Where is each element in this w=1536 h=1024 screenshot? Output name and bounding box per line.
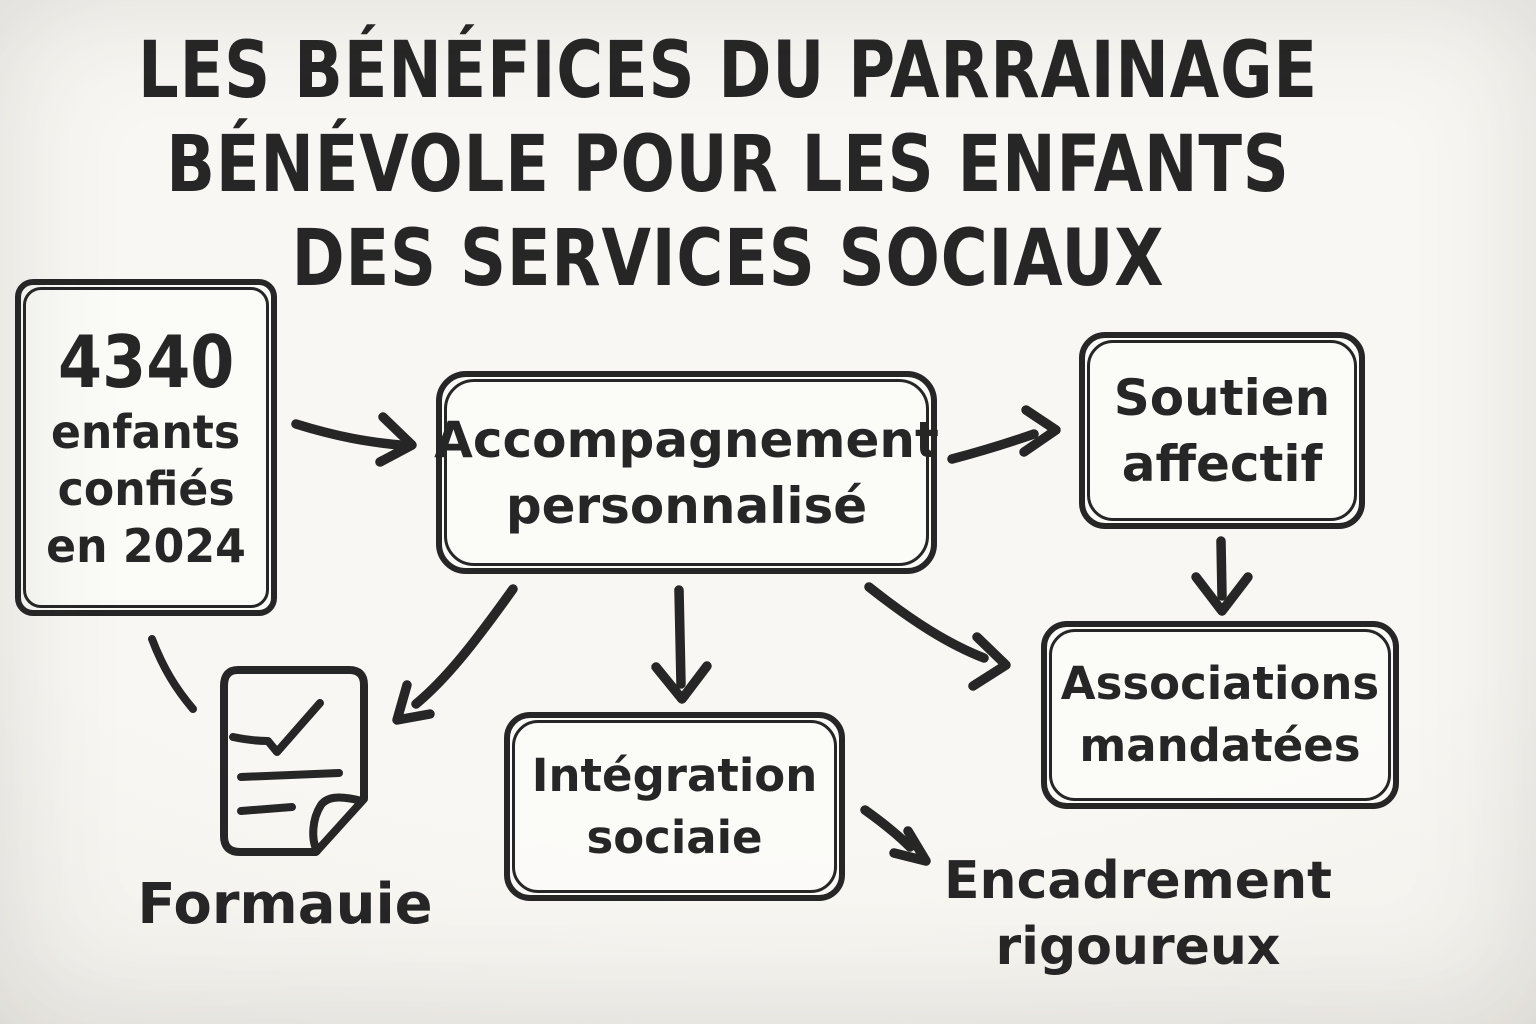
title-line-2: BÉNÉVOLE POUR LES ENFANTS — [166, 120, 1290, 210]
node-label-line: affectif — [1121, 434, 1323, 493]
caption-line: Encadrement — [944, 851, 1332, 911]
stat-number: 4340 — [57, 320, 235, 404]
title-line-3: DES SERVICES SOCIAUX — [291, 214, 1165, 304]
node-stat-enfants-confies: 4340 enfants confiés en 2024 — [15, 279, 277, 616]
node-accompagnement-personnalise: Accompagnement personnalisé — [434, 371, 939, 574]
node-label-line: mandatées — [1079, 719, 1361, 772]
arrow-stat-to-accompagnement — [291, 412, 417, 467]
node-label-line: Intégration — [531, 748, 818, 802]
node-label-line: sociaie — [586, 810, 763, 864]
encadrement-caption: Encadrement rigoureux — [928, 848, 1348, 980]
node-label-line: Associations — [1060, 657, 1380, 710]
stat-line: enfants — [51, 405, 241, 459]
node-label-line: Accompagnement — [434, 410, 939, 469]
node-label-line: personnalisé — [505, 476, 868, 535]
title-line-1: LES BÉNÉFICES DU PARRAINAGE — [138, 26, 1318, 116]
document-checklist-icon — [220, 666, 368, 856]
page-title: LES BÉNÉFICES DU PARRAINAGE BÉNÉVOLE POU… — [131, 24, 1325, 306]
stat-line: en 2024 — [46, 519, 246, 573]
arrow-accompagnement-to-formulaire — [392, 584, 518, 725]
arrow-accompagnement-to-associations — [864, 582, 1011, 691]
formulaire-caption: Formauie — [137, 872, 433, 937]
arrow-accompagnement-to-soutien — [947, 405, 1061, 464]
arrow-integration-to-encadrement — [860, 805, 931, 866]
node-label-line: Soutien — [1113, 368, 1331, 427]
connector-stat-to-formulaire — [148, 635, 197, 713]
arrow-accompagnement-to-integration — [651, 585, 712, 704]
node-soutien-affectif: Soutien affectif — [1079, 332, 1365, 529]
stat-line: confiés — [57, 462, 235, 516]
node-integration-sociale: Intégration sociaie — [504, 712, 845, 901]
node-associations-mandatees: Associations mandatées — [1041, 621, 1399, 809]
arrow-soutien-to-associations — [1191, 536, 1253, 616]
caption-line: rigoureux — [995, 917, 1281, 977]
